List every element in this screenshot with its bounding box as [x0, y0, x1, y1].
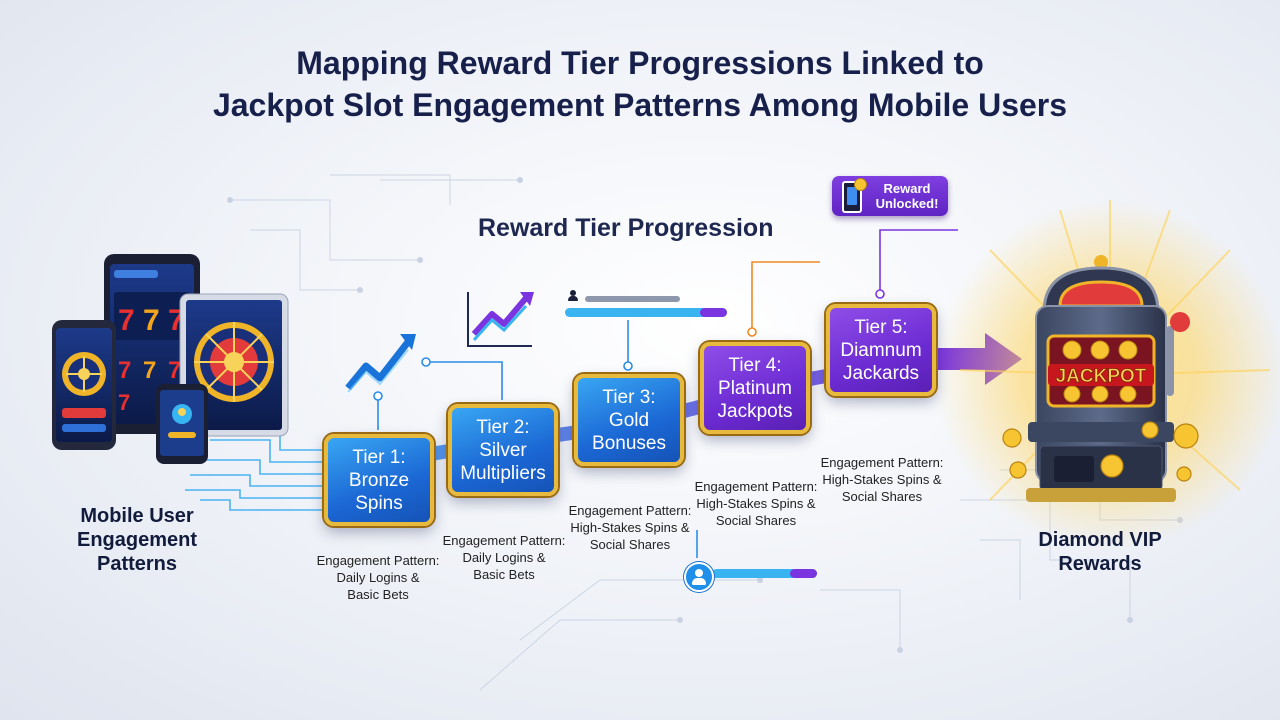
left-label-line-3: Patterns [96, 553, 178, 575]
tier-3-line-2: Gold [608, 409, 650, 431]
tier-2-box: Tier 2: Silver Multipliers [448, 404, 558, 496]
tier-4-pattern-line-1: High-Stakes Spins & [696, 496, 816, 511]
user-avatar-icon [684, 562, 714, 592]
tier-2-line-2: Silver [479, 439, 527, 461]
right-label-line-1: Diamond VIP [1038, 529, 1162, 551]
tier-3-line-1: Tier 3: [602, 386, 656, 408]
trend-chart-icon [467, 292, 534, 347]
tier-2-pattern-label: Engagement Pattern: [442, 533, 566, 548]
tier-2-pattern: Engagement Pattern: Daily Logins & Basic… [434, 532, 574, 583]
tier-3-pattern-label: Engagement Pattern: [568, 503, 692, 518]
tier-3-box: Tier 3: Gold Bonuses [574, 374, 684, 466]
tier-4-line-2: Platinum [718, 377, 792, 399]
tier-4-box: Tier 4: Platinum Jackpots [700, 342, 810, 434]
tier-2-line-1: Tier 2: [476, 416, 530, 438]
svg-text:7: 7 [118, 304, 135, 337]
tier-5-pattern: Engagement Pattern: High-Stakes Spins & … [812, 454, 952, 505]
tier-2-pattern-line-2: Basic Bets [473, 567, 535, 582]
user-icon [567, 290, 579, 302]
title-line-2: Jackpot Slot Engagement Patterns Among M… [212, 87, 1068, 123]
trend-chart-icon [345, 334, 416, 393]
diamond-vip-label: Diamond VIP Rewards [1020, 528, 1180, 576]
tier-5-line-2: Diamnum [840, 339, 922, 361]
title-line-1: Mapping Reward Tier Progressions Linked … [296, 45, 984, 81]
coin-icon [854, 178, 867, 191]
tier-4-pattern-line-2: Social Shares [715, 513, 797, 528]
page-title: Mapping Reward Tier Progressions Linked … [0, 42, 1280, 126]
section-subtitle: Reward Tier Progression [478, 214, 774, 242]
tier-1-pattern-line-1: Daily Logins & [336, 570, 420, 585]
tier-1-pattern-label: Engagement Pattern: [316, 553, 440, 568]
svg-text:7: 7 [118, 357, 131, 384]
spin-wheel-icon [194, 322, 274, 402]
slot-machine-icon: JACKPOT [935, 200, 1280, 550]
tier-connectors [373, 229, 958, 558]
svg-text:7: 7 [118, 390, 130, 415]
tier-1-line-3: Spins [355, 492, 403, 514]
mobile-devices: 7 7 7 7 7 7 7 [52, 254, 289, 464]
reward-unlocked-badge: Reward Unlocked! [832, 176, 948, 216]
tier-4-pattern: Engagement Pattern: High-Stakes Spins & … [686, 478, 826, 529]
tier-3-pattern-line-2: Social Shares [589, 537, 671, 552]
tier-4-pattern-label: Engagement Pattern: [694, 479, 818, 494]
svg-text:7: 7 [143, 304, 160, 337]
tier-5-pattern-line-1: High-Stakes Spins & [822, 472, 942, 487]
tier-5-box: Tier 5: Diamnum Jackards [826, 304, 936, 396]
progress-bar-top [565, 296, 727, 317]
left-label-line-1: Mobile User [80, 505, 194, 527]
tier-1-line-1: Tier 1: [352, 446, 406, 468]
tier-4-line-1: Tier 4: [728, 354, 782, 376]
tier-1-line-2: Bronze [348, 469, 410, 491]
tier-1-box: Tier 1: Bronze Spins [324, 434, 434, 526]
jackpot-sign: JACKPOT [1056, 366, 1147, 387]
left-label-line-2: Engagement [76, 529, 198, 551]
svg-text:7: 7 [168, 357, 181, 384]
tier-5-pattern-label: Engagement Pattern: [820, 455, 944, 470]
tier-4-line-3: Jackpots [717, 400, 793, 422]
tier-2-line-3: Multipliers [460, 462, 546, 484]
slot-wheel-icon [62, 352, 106, 396]
tier-1-pattern-line-2: Basic Bets [347, 587, 409, 602]
badge-line-2: Unlocked! [875, 196, 939, 211]
tier-3-pattern-line-1: High-Stakes Spins & [570, 520, 690, 535]
progress-bar-bottom [712, 569, 817, 578]
tier-5-pattern-line-2: Social Shares [841, 489, 923, 504]
tier-1-pattern: Engagement Pattern: Daily Logins & Basic… [308, 552, 448, 603]
badge-line-1: Reward [883, 181, 931, 196]
tier-3-line-3: Bonuses [592, 432, 666, 454]
device-connector-lines [185, 419, 322, 511]
tier-3-pattern: Engagement Pattern: High-Stakes Spins & … [560, 502, 700, 553]
tier-2-pattern-line-1: Daily Logins & [462, 550, 546, 565]
right-label-line-2: Rewards [1058, 553, 1142, 575]
mobile-engagement-label: Mobile User Engagement Patterns [52, 504, 222, 576]
svg-text:7: 7 [143, 357, 156, 384]
tier-5-line-3: Jackards [842, 362, 920, 384]
tier-5-line-1: Tier 5: [854, 316, 908, 338]
